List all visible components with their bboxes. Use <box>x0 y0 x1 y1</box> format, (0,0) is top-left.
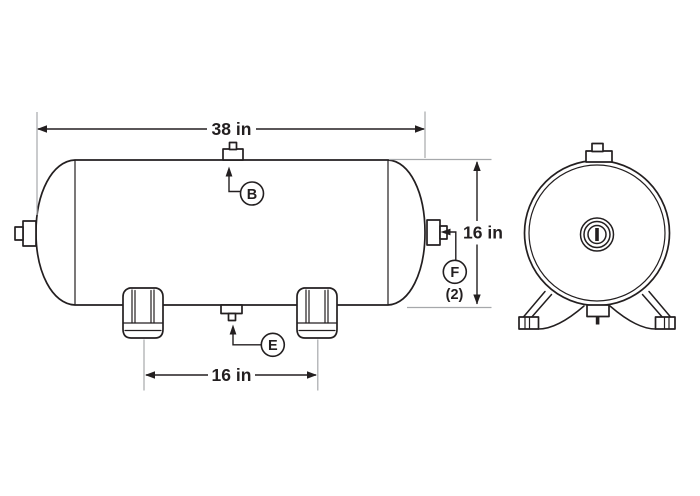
plug-slot <box>595 228 599 241</box>
right-end-port <box>426 219 441 246</box>
top-port <box>222 148 244 161</box>
tank-end-inner-circle <box>528 164 666 302</box>
left-end-port-cap <box>14 226 24 241</box>
arrowhead-left-icon <box>37 125 47 133</box>
end-view-top-port-nub <box>591 142 604 153</box>
callout-top-port: B <box>225 166 265 206</box>
bottom-port-nub <box>227 312 237 322</box>
arrowhead-right-icon <box>415 125 425 133</box>
diameter-dimension-label: 16 in <box>463 222 503 242</box>
callout-label-f: F <box>450 265 459 281</box>
front-view <box>14 141 448 339</box>
end-view-bottom-port-stem <box>595 316 600 325</box>
callout-bottom-port: E <box>229 324 286 358</box>
end-leg-left-foot <box>518 316 540 330</box>
arrowhead-down-icon <box>473 294 481 305</box>
callout-qty-f: (2) <box>446 287 464 303</box>
plug-ring-mid <box>583 220 611 249</box>
leader-line <box>228 176 241 193</box>
arrowhead-left-icon <box>440 228 451 236</box>
plug-ring-inner <box>587 224 607 245</box>
end-center-plug <box>579 217 615 252</box>
callout-label-e: E <box>268 338 278 354</box>
top-port-nub <box>228 141 238 151</box>
arrowhead-up-icon <box>473 161 481 171</box>
end-view-bottom-port <box>586 304 610 318</box>
callout-label-b: B <box>247 187 257 203</box>
mounting-leg-left <box>122 287 164 339</box>
leg-outline <box>296 287 338 339</box>
dim-overall-length: 38 in <box>36 111 426 215</box>
end-leg-left-edge <box>529 293 553 320</box>
callout-end-ports: F (2) <box>440 228 468 303</box>
end-view <box>518 142 676 330</box>
end-view-top-port <box>585 150 613 163</box>
end-leg-left-bracket <box>537 305 585 330</box>
arrowhead-up-icon <box>229 324 237 335</box>
arrowhead-left-icon <box>145 371 155 379</box>
tank-body <box>35 159 426 306</box>
end-leg-right-edge <box>648 290 672 319</box>
callout-circle-b <box>239 181 265 206</box>
leader-line <box>232 334 261 346</box>
length-dimension-label: 38 in <box>212 119 252 139</box>
mounting-leg-right <box>296 287 338 339</box>
bottom-port <box>220 304 243 315</box>
callout-circle-f <box>442 259 468 285</box>
leg-spacing-dimension-label: 16 in <box>212 365 252 385</box>
plug-ring-outer <box>579 217 615 252</box>
left-end-port <box>22 220 37 247</box>
dim-leg-spacing: 16 in <box>143 339 319 391</box>
callout-circle-e <box>260 332 286 358</box>
end-leg-right-edge <box>641 293 665 320</box>
arrowhead-right-icon <box>307 371 317 379</box>
dim-tank-diameter: 16 in <box>389 158 503 309</box>
end-leg-right-foot <box>654 316 676 330</box>
leg-outline <box>122 287 164 339</box>
end-leg-left-edge <box>522 290 546 319</box>
end-leg-right-bracket <box>609 305 657 330</box>
arrowhead-up-icon <box>225 166 233 177</box>
leader-line <box>450 231 457 261</box>
